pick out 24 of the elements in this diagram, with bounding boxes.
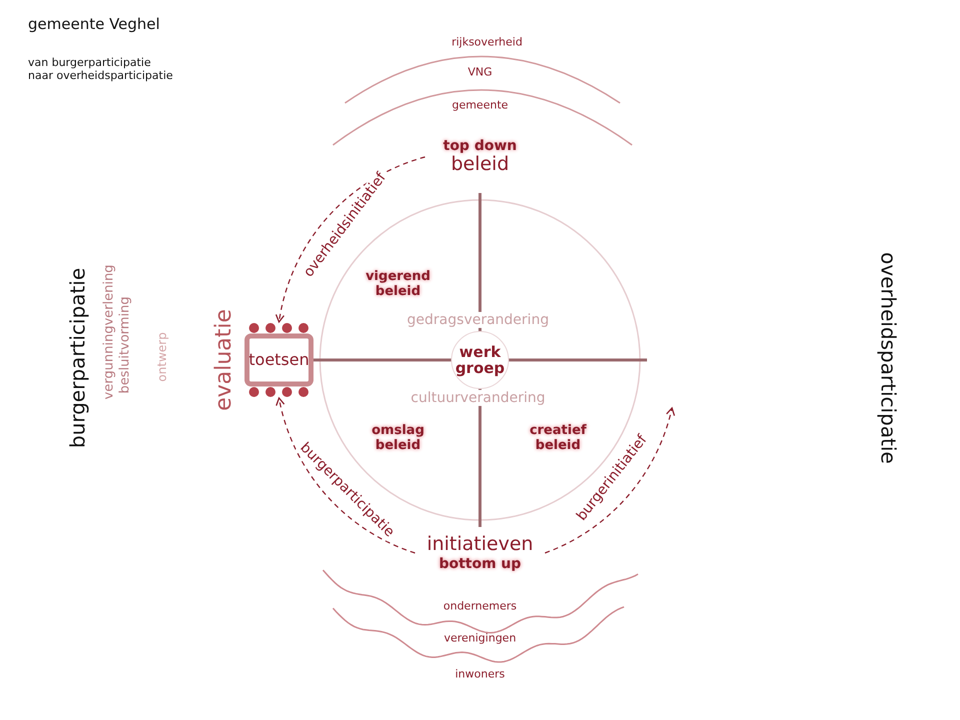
axis-label: gedragsverandering [405,312,551,328]
title: gemeente Veghel [28,16,160,34]
table-label: toetsen [248,350,310,370]
center-circle: werk groep [451,331,509,389]
side-label: burgerparticipatie [66,268,90,448]
band-label: gemeente [452,100,508,112]
node-label: beleid [450,154,510,176]
side-label: evaluatie [211,309,237,411]
side-label: ontwerp [156,332,170,382]
node-label: bottom up [438,556,522,572]
band-label: ondernemers [443,600,517,614]
dashed-arrow [276,156,426,323]
band-label: verenigingen [444,632,516,646]
node-label: top down [443,138,517,154]
dashed-arrow [544,407,675,554]
side-label: besluitvorming [118,296,134,394]
band-label: VNG [468,66,492,80]
band-label: inwoners [455,668,505,682]
node-label: initiatieven [426,534,534,556]
band-label: rijksoverheid [452,36,522,50]
subtitle: van burgerparticipatie naar overheidsparticipatie [28,57,174,82]
dashed-arrow [276,397,416,554]
side-label: overheidsparticipatie [876,252,900,464]
side-label: vergunningverlening [102,264,118,400]
